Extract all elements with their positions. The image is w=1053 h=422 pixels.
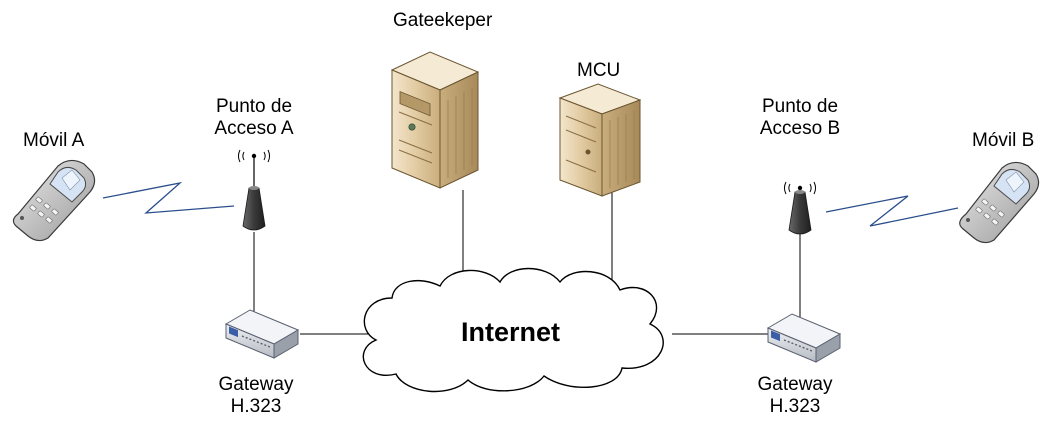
punto-acceso-a-line1: Punto de — [215, 96, 293, 117]
cloud-icon — [362, 267, 664, 393]
gateway-b-label: Gateway H.323 — [745, 374, 845, 418]
mobile-phone-icon — [12, 159, 96, 242]
punto-acceso-b-line2: Acceso B — [759, 118, 841, 139]
network-gateway-icon — [766, 313, 842, 363]
gateway-a-label: Gateway H.323 — [206, 374, 306, 418]
mobile-phone-icon — [959, 161, 1040, 244]
punto-acceso-b-line1: Punto de — [761, 96, 839, 117]
gateway-b-line1: Gateway — [757, 374, 833, 395]
gateway-a-line1: Gateway — [218, 374, 294, 395]
network-gateway-icon — [224, 309, 300, 359]
wireless-access-point-icon — [238, 149, 270, 231]
punto-acceso-a-line2: Acceso A — [214, 118, 294, 139]
punto-acceso-b-label: Punto de Acceso B — [744, 96, 856, 140]
internet-label: Internet — [461, 317, 561, 347]
movil-b-label: Móvil B — [972, 130, 1035, 151]
server-tower-icon — [390, 51, 480, 189]
movil-a-label: Móvil A — [23, 130, 85, 151]
wireless-access-point-icon — [784, 181, 816, 235]
gateway-a-line2: H.323 — [230, 396, 282, 417]
wireless-link-a — [102, 181, 235, 214]
mcu-label: MCU — [577, 60, 621, 81]
wireless-link-b — [825, 195, 959, 227]
gatekeeper-label: Gateekeper — [393, 10, 493, 31]
punto-acceso-a-label: Punto de Acceso A — [198, 96, 310, 140]
gateway-b-line2: H.323 — [769, 396, 821, 417]
server-icon — [558, 83, 642, 197]
